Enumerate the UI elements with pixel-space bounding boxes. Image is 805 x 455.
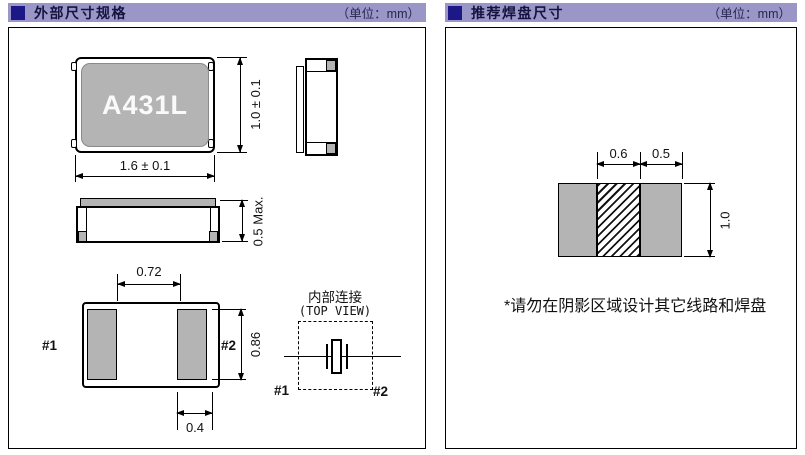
crystal-plate-icon (326, 344, 328, 369)
left-unit-label: （单位：mm） (336, 7, 420, 21)
bottom-view-pad-1 (87, 309, 117, 380)
dimension-arrow (237, 57, 243, 153)
side-view-height-dim: 0.5 Max. (250, 196, 266, 246)
top-view-lid: A431L (81, 63, 209, 147)
extension-line (222, 241, 248, 242)
pad-width-dim: 0.4 (185, 420, 205, 435)
dimension-arrow (707, 182, 713, 258)
keepout-note: *请勿在阴影区域设计其它线路和焊盘 (504, 298, 767, 315)
extension-line (684, 183, 715, 184)
dimension-arrow (239, 199, 245, 242)
extension-line (117, 274, 118, 301)
bottom-view-pad-2 (177, 309, 207, 380)
internal-connection-box (298, 321, 373, 390)
keepout-hatched-area (597, 183, 640, 257)
right-section-title: 推荐焊盘尺寸 (471, 4, 564, 21)
extension-line (220, 200, 248, 201)
end-view-seam (307, 71, 336, 72)
crystal-symbol-icon (331, 339, 342, 374)
pad-height-dim: 0.86 (248, 331, 264, 358)
land-pad-1 (558, 183, 597, 257)
side-view-seam (86, 208, 87, 241)
side-view-terminal (209, 231, 218, 242)
castellation-notch (71, 62, 77, 71)
side-view-terminal (78, 231, 87, 242)
castellation-notch (208, 139, 214, 148)
crystal-plate-icon (346, 344, 348, 369)
left-section-header: 外部尺寸规格 （单位：mm） (8, 3, 426, 22)
internal-connection-title: 内部连接 (308, 290, 362, 305)
internal-connection-wire (284, 356, 401, 357)
extension-line (75, 155, 76, 182)
dimension-arrow (596, 161, 641, 167)
header-bullet-icon (448, 5, 462, 20)
internal-pin2-label: #2 (373, 384, 389, 399)
extension-line (684, 256, 715, 257)
end-view-lid-plate (296, 66, 304, 153)
right-section-header: 推荐焊盘尺寸 （单位：mm） (445, 3, 797, 22)
internal-connection-subtitle: (TOP VIEW) (298, 304, 372, 318)
pin1-label: #1 (42, 338, 58, 353)
dimension-arrow (117, 281, 181, 287)
side-view-outline (76, 206, 220, 243)
end-view-terminal (326, 60, 336, 71)
top-view-height-dim: 1.0 ± 0.1 (247, 79, 263, 130)
castellation-notch (71, 139, 77, 148)
dimension-arrow (75, 173, 215, 179)
land-pad-width-dim: 0.5 (651, 146, 671, 161)
dimension-arrow (639, 161, 683, 167)
header-bullet-icon (11, 5, 25, 20)
extension-line (214, 155, 215, 182)
extension-line (180, 274, 181, 301)
left-section-title: 外部尺寸规格 (34, 4, 127, 21)
pin2-label: #2 (221, 338, 237, 353)
end-view-seam (307, 142, 336, 143)
dimension-arrow (238, 308, 244, 381)
right-unit-label: （单位：mm） (707, 7, 791, 21)
internal-pin1-label: #1 (274, 383, 290, 398)
land-pad-height-dim: 1.0 (717, 210, 733, 230)
part-number-label: A431L (101, 89, 189, 120)
extension-line (212, 379, 246, 380)
extension-line (212, 309, 246, 310)
dimension-arrow (176, 410, 213, 416)
end-view-terminal (326, 143, 336, 154)
pad-gap-dim: 0.72 (136, 264, 162, 279)
keepout-width-dim: 0.6 (609, 146, 628, 161)
side-view-seam (210, 208, 211, 241)
end-view-outline (305, 58, 338, 156)
castellation-notch (208, 62, 214, 71)
extension-line (217, 57, 247, 58)
extension-line (217, 152, 247, 153)
top-view-width-dim: 1.6 ± 0.1 (119, 158, 171, 173)
land-pad-2 (640, 183, 682, 257)
